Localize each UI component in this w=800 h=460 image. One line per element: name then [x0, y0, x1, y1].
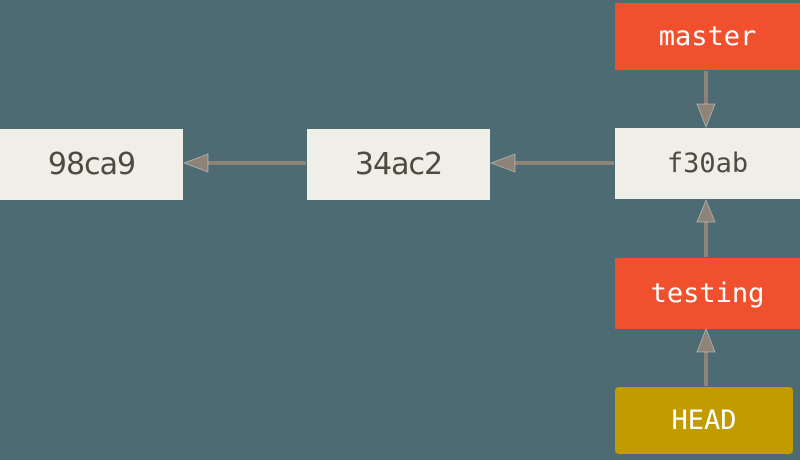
commit-hash-label: 34ac2: [354, 147, 443, 182]
commit-node-f30ab: f30ab: [615, 128, 800, 199]
commit-hash-label: 98ca9: [47, 147, 136, 182]
head-label: HEAD: [671, 405, 737, 436]
arrow-master-to-f30ab-icon: [696, 71, 716, 129]
head-pointer: HEAD: [615, 387, 793, 454]
arrow-f30ab-to-34ac2-icon: [489, 153, 614, 173]
branch-name-label: master: [658, 21, 757, 52]
arrow-head-to-testing-icon: [696, 327, 716, 386]
branch-pointer-testing: testing: [615, 258, 800, 329]
commit-node-34ac2: 34ac2: [307, 129, 490, 200]
commit-node-98ca9: 98ca9: [0, 129, 183, 200]
branch-pointer-master: master: [615, 3, 800, 70]
arrow-testing-to-f30ab-icon: [696, 198, 716, 257]
arrow-34ac2-to-98ca9-icon: [182, 153, 306, 173]
branch-name-label: testing: [650, 278, 765, 309]
commit-hash-label: f30ab: [666, 148, 749, 179]
